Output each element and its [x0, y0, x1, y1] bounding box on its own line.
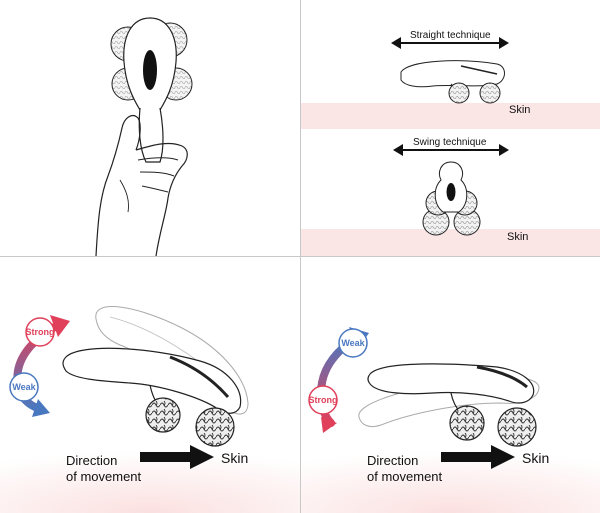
hand-outline	[95, 115, 188, 256]
strong-label: Strong	[26, 327, 55, 337]
device-handle	[138, 107, 164, 163]
skin-label: Skin	[509, 104, 531, 116]
panel-divider-horizontal	[0, 256, 600, 257]
swing-double-arrow	[393, 144, 509, 156]
direction-label-line1: Direction	[66, 453, 118, 468]
swing-device-front-view	[422, 161, 481, 236]
device-side-view	[62, 347, 242, 447]
hand-device-illustration	[95, 17, 193, 256]
strong-badge	[308, 385, 338, 415]
skin-label: Skin	[221, 450, 249, 466]
panel-weak-to-strong: Weak Strong Direction of movement Skin	[301, 257, 600, 513]
strong-badge	[25, 317, 55, 347]
straight-device-side-view	[400, 60, 505, 104]
panel-hand-holding-device	[0, 0, 300, 256]
skin-surface	[301, 444, 600, 513]
strong-label: Strong	[309, 395, 338, 405]
strong-weak-illustration: Strong Weak	[0, 306, 300, 513]
techniques-illustration	[301, 37, 600, 256]
direction-label-line2: of movement	[367, 469, 443, 484]
device-sensor	[143, 50, 157, 90]
weak-badge	[9, 372, 39, 402]
skin-label: Skin	[522, 450, 550, 466]
weak-strong-illustration: Weak Strong	[301, 327, 600, 513]
swing-technique-label: Swing technique	[413, 137, 487, 148]
panel-strong-to-weak: Strong Weak Direction of movement Skin	[0, 257, 300, 513]
panel-techniques: Straight technique Swing technique Skin …	[301, 0, 600, 256]
skin-surface	[0, 443, 300, 513]
direction-arrow	[441, 445, 515, 469]
weak-badge	[338, 328, 368, 358]
straight-double-arrow	[391, 37, 509, 49]
direction-arrow	[140, 445, 214, 469]
skin-band	[301, 103, 600, 129]
direction-label-line1: Direction	[367, 453, 419, 468]
straight-technique-label: Straight technique	[410, 30, 491, 41]
device-side-view	[367, 363, 537, 447]
direction-label-line2: of movement	[66, 469, 142, 484]
skin-label: Skin	[507, 231, 529, 243]
weak-label: Weak	[12, 382, 36, 392]
skin-band	[301, 229, 600, 256]
weak-label: Weak	[341, 338, 365, 348]
